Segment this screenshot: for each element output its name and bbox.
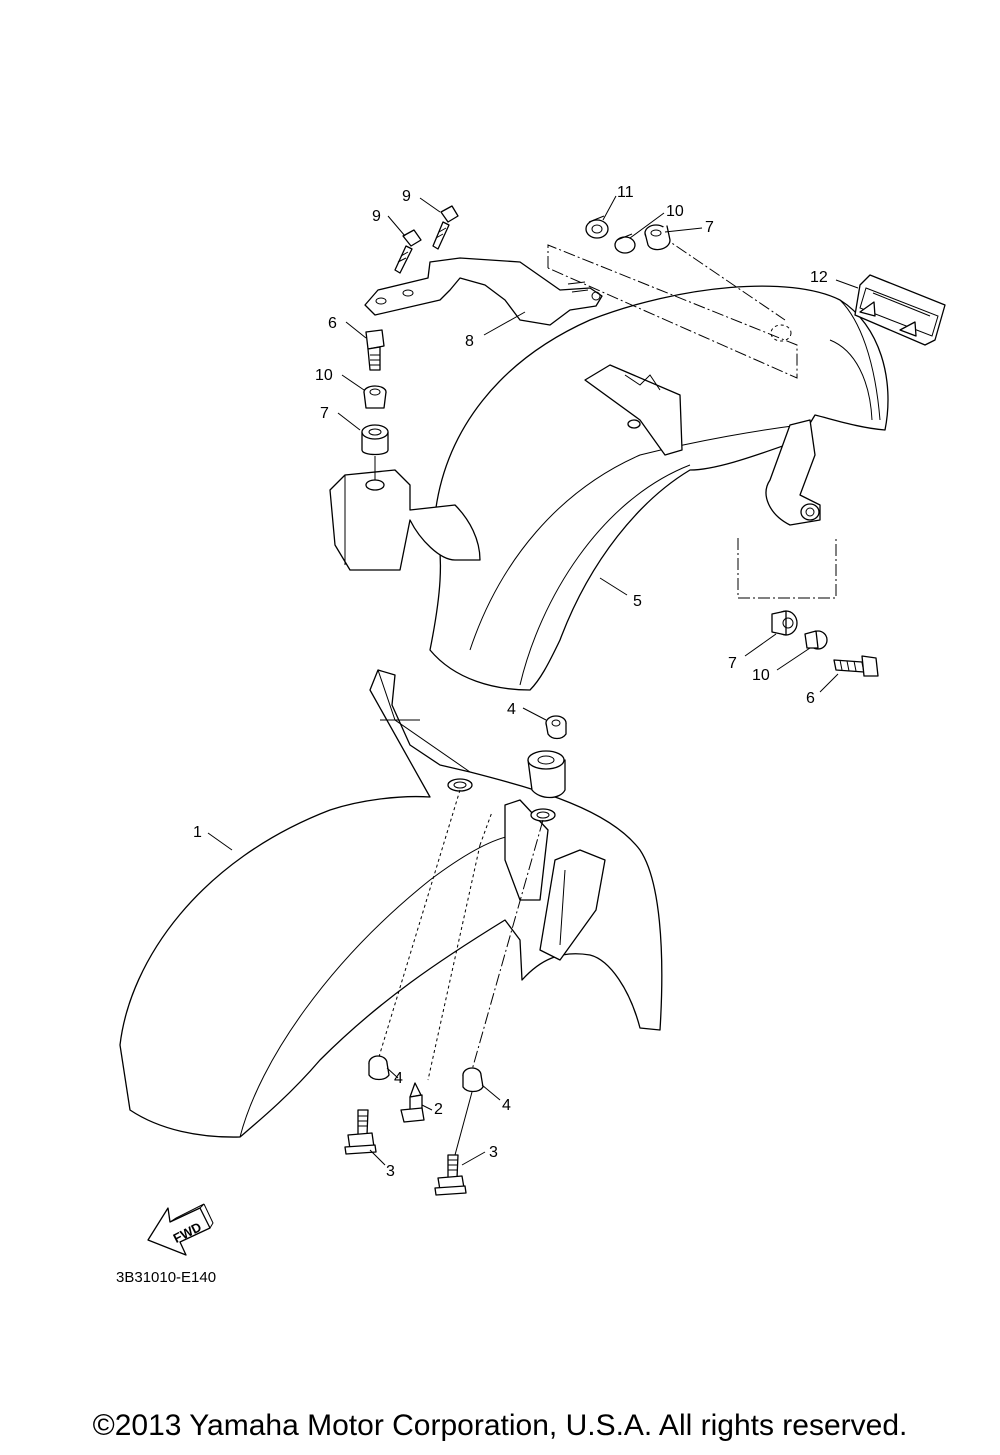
fender-stay-part-8 bbox=[364, 257, 603, 326]
grommet-part-4 bbox=[368, 1055, 390, 1081]
nut-part-11 bbox=[585, 215, 609, 239]
copyright-notice: ©2013 Yamaha Motor Corporation, U.S.A. A… bbox=[92, 1409, 908, 1442]
damper-part-7 bbox=[361, 424, 389, 456]
screw-part-2 bbox=[400, 1082, 425, 1123]
bolt-part-3 bbox=[344, 1109, 377, 1155]
alignment-line bbox=[659, 234, 786, 321]
callout-7: 7 bbox=[320, 405, 329, 422]
collar-part-10 bbox=[614, 233, 636, 254]
leader-lines bbox=[207, 195, 859, 1166]
alignment-line bbox=[454, 1091, 473, 1156]
collar-part-10 bbox=[363, 385, 387, 409]
callout-4: 4 bbox=[394, 1070, 403, 1087]
callout-8: 8 bbox=[465, 333, 474, 350]
damper-part-7 bbox=[644, 224, 671, 251]
callout-3: 3 bbox=[489, 1144, 498, 1161]
front-fender-part-1 bbox=[119, 669, 663, 1138]
callout-3: 3 bbox=[386, 1163, 395, 1180]
grommet-part-4 bbox=[462, 1067, 484, 1093]
callout-11: 11 bbox=[617, 184, 634, 201]
callout-6: 6 bbox=[328, 315, 337, 332]
alignment-line bbox=[427, 811, 493, 1081]
callout-10: 10 bbox=[752, 667, 770, 684]
callout-7: 7 bbox=[705, 219, 714, 236]
collar-part-10 bbox=[804, 630, 828, 650]
callout-1: 1 bbox=[193, 824, 202, 841]
callout-9: 9 bbox=[402, 188, 411, 205]
bolt-part-3 bbox=[434, 1154, 467, 1196]
callout-10: 10 bbox=[666, 203, 684, 220]
bolt-part-6 bbox=[365, 329, 385, 371]
bolt-part-6 bbox=[833, 655, 879, 677]
callout-4: 4 bbox=[502, 1097, 511, 1114]
callout-10: 10 bbox=[315, 367, 333, 384]
hole-marker bbox=[770, 324, 792, 342]
reflector-part-12 bbox=[854, 274, 946, 346]
alignment-line bbox=[737, 538, 837, 599]
diagram-code: 3B31010-E140 bbox=[116, 1269, 216, 1286]
callout-5: 5 bbox=[633, 593, 642, 610]
callout-9: 9 bbox=[372, 208, 381, 225]
alignment-line bbox=[377, 789, 461, 1061]
callout-2: 2 bbox=[434, 1101, 443, 1118]
alignment-line bbox=[547, 244, 798, 379]
alignment-line bbox=[471, 819, 544, 1071]
bolt-part-9 bbox=[394, 229, 422, 274]
damper-part-7 bbox=[771, 610, 798, 636]
callout-4: 4 bbox=[507, 701, 516, 718]
callout-7: 7 bbox=[728, 655, 737, 672]
callout-6: 6 bbox=[806, 690, 815, 707]
rear-fender-part-5 bbox=[329, 285, 889, 691]
bolt-part-9 bbox=[432, 205, 459, 250]
forward-direction-arrow: FWD bbox=[147, 1203, 214, 1256]
grommet-part-4 bbox=[545, 715, 567, 740]
callout-12: 12 bbox=[810, 269, 828, 286]
